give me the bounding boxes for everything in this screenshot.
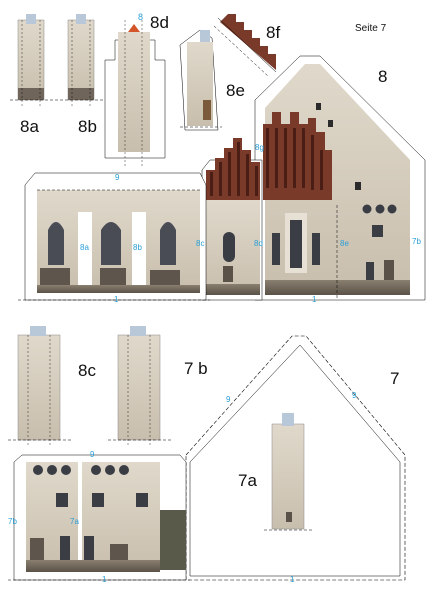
part-8f-steps [213,14,277,77]
part-label-8f: 8f [266,23,281,42]
glue-mark-9-bottom: 9 [90,450,95,459]
part-8e-wall [179,29,222,131]
glue-mark-8a: 8a [80,243,89,252]
glue-mark-8g: 8g [255,143,264,152]
part-8b-strip [60,14,110,106]
glue-mark-7a-small: 7a [70,517,79,526]
part-label-8d: 8d [150,13,169,32]
part-label-8b: 8b [78,117,97,136]
part-long-wall-9 [18,172,210,301]
glue-mark-9-top: 9 [115,173,120,182]
part-label-8c: 8c [78,361,96,380]
part-8a-strip [10,14,60,106]
glue-mark-1-top: 1 [114,295,119,304]
part-8c-chapel-wall [201,138,263,301]
part-8-gable-wall [254,55,426,301]
part-label-7a: 7a [238,471,257,490]
page-label: Seite 7 [355,23,387,34]
glue-mark-7b-left: 7b [8,517,17,526]
part-label-7: 7 [390,369,400,388]
glue-mark-8c: 8c [196,239,205,248]
part-7b-wall [8,454,190,581]
part-8d-tower: 8 [104,12,166,168]
glue-mark-1-right: 1 [312,295,317,304]
glue-mark-9-left-gable: 9 [226,395,231,404]
glue-mark-7b-right: 7b [412,237,421,246]
glue-mark-9-right-gable: 9 [352,391,357,400]
part-label-8a: 8a [20,117,39,136]
svg-text:8: 8 [138,12,143,22]
glue-mark-1-bottom: 1 [102,575,107,584]
glue-mark-8b: 8b [133,243,142,252]
part-8c-strip-left [8,326,72,446]
glue-mark-8d: 8d [254,239,263,248]
part-7-gable [185,335,406,581]
part-label-8: 8 [378,67,388,86]
part-8c-strip-right [108,326,172,446]
part-label-7b: 7 b [184,359,208,378]
part-label-8e: 8e [226,81,245,100]
glue-mark-8e: 8e [340,239,349,248]
glue-mark-1-gable: 1 [290,575,295,584]
